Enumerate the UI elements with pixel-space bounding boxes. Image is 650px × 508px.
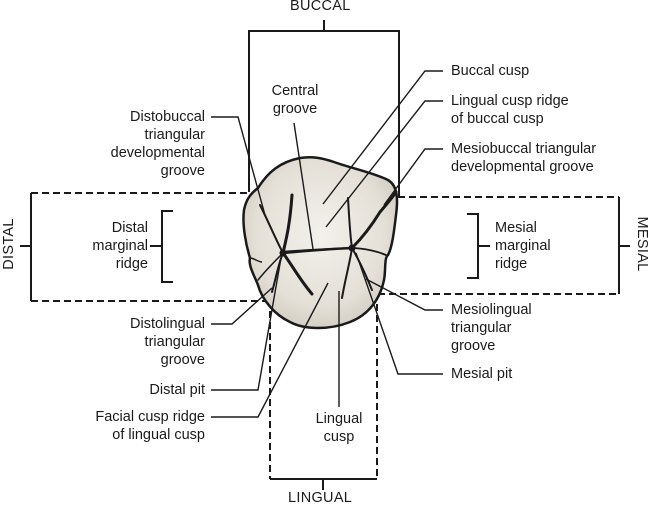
label-distobuccal-groove: Distobuccal triangular developmental gro… bbox=[110, 109, 205, 179]
direction-distal: DISTAL bbox=[1, 218, 17, 270]
label-central-groove: Central groove bbox=[271, 83, 319, 117]
distal-marginal-ridge-bracket bbox=[150, 210, 173, 283]
label-distolingual-groove: Distolingual triangular groove bbox=[130, 316, 205, 368]
direction-buccal: BUCCAL bbox=[290, 0, 351, 14]
label-mesial-pit: Mesial pit bbox=[451, 366, 513, 382]
label-mesiolingual-groove: Mesiolingual triangular groove bbox=[451, 302, 532, 354]
tooth-crown bbox=[242, 155, 399, 330]
distal-bracket bbox=[20, 193, 32, 301]
grooves bbox=[257, 190, 398, 299]
label-mesial-marginal-ridge: Mesial marginal ridge bbox=[495, 220, 551, 272]
mesial-marginal-ridge-bracket bbox=[467, 213, 490, 279]
direction-mesial: MESIAL bbox=[634, 216, 650, 272]
mesial-bracket bbox=[618, 197, 630, 294]
label-distal-marginal-ridge: Distal marginal ridge bbox=[92, 220, 148, 272]
label-lingual-cusp: Lingual cusp bbox=[315, 411, 363, 445]
label-lingual-cusp-ridge: Lingual cusp ridge of buccal cusp bbox=[451, 93, 569, 127]
leader-lines bbox=[211, 70, 443, 418]
lingual-bracket bbox=[270, 478, 377, 490]
label-distal-pit: Distal pit bbox=[149, 382, 205, 398]
label-facial-cusp-ridge: Facial cusp ridge of lingual cusp bbox=[95, 409, 205, 443]
label-buccal-cusp: Buccal cusp bbox=[451, 63, 530, 79]
direction-lingual: LINGUAL bbox=[288, 490, 353, 506]
buccal-dashed-sides bbox=[248, 31, 400, 198]
label-mesiobuccal-groove: Mesiobuccal triangular developmental gro… bbox=[451, 141, 597, 175]
